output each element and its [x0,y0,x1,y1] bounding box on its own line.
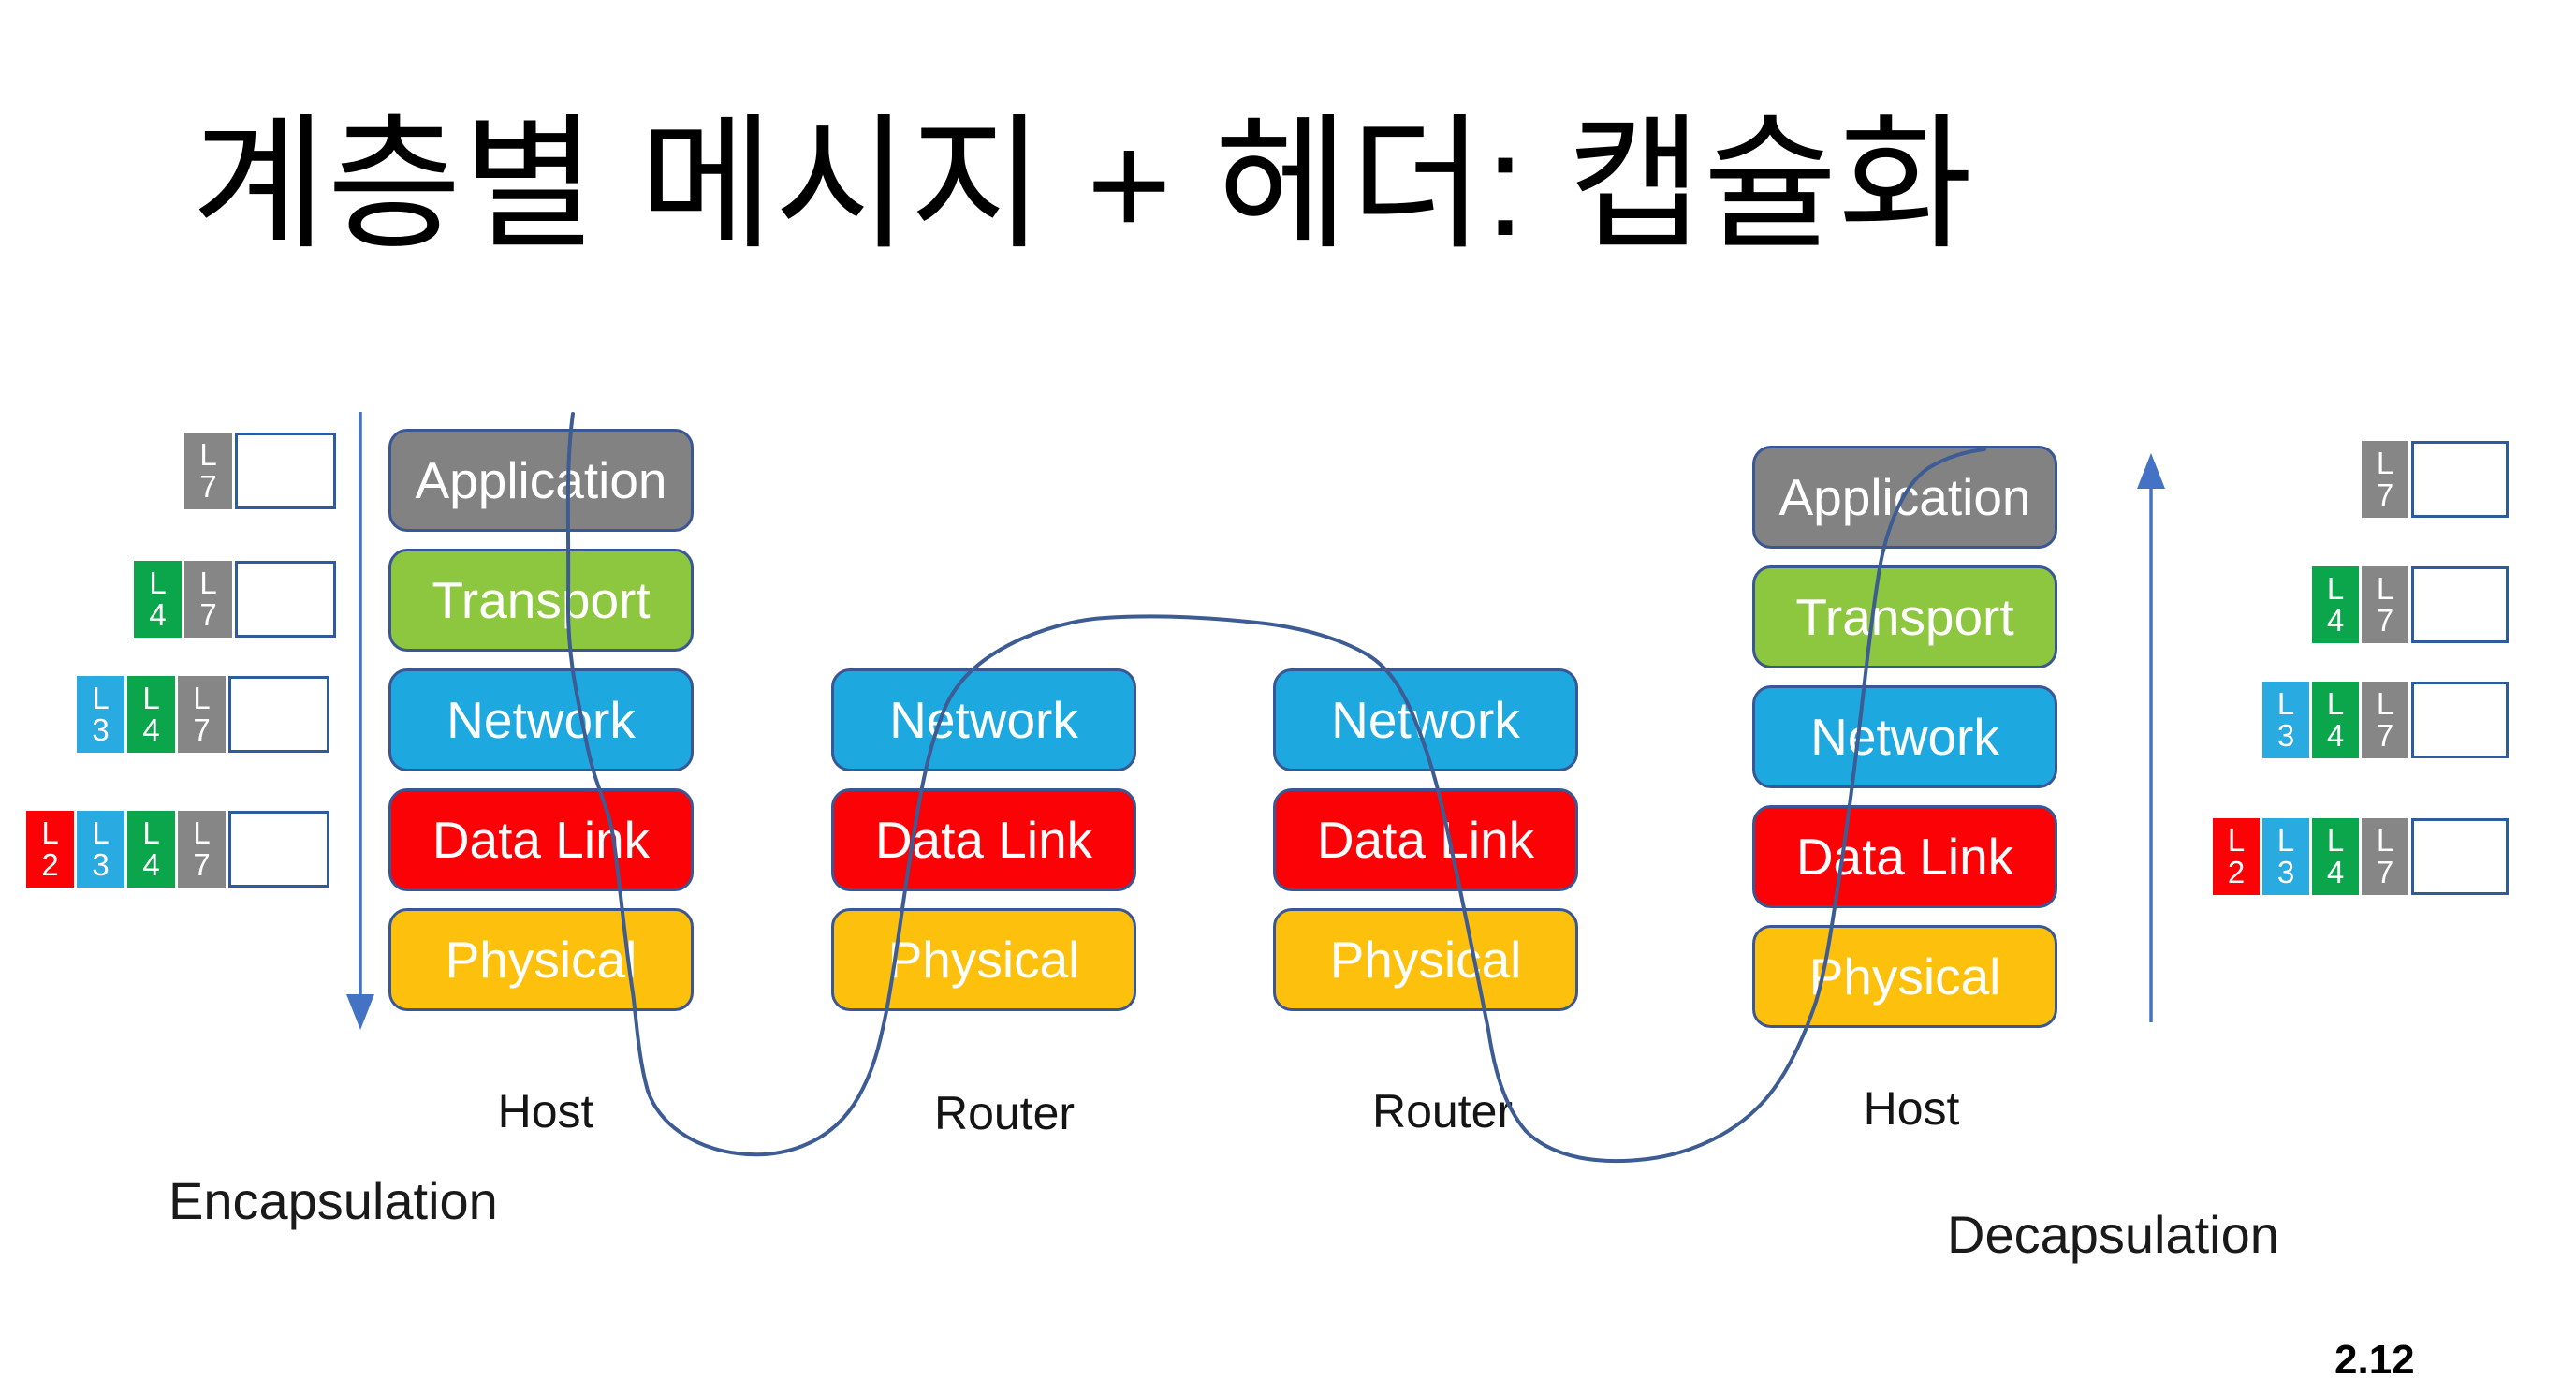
layer-box-network: Network [831,668,1136,771]
encapsulation-arrow [346,412,374,1030]
node-label-host-left: Host [497,1085,594,1138]
message-box [228,676,329,753]
layer-box-data-link: Data Link [1273,788,1578,891]
layer-box-transport: Transport [1752,565,2057,668]
encapsulation-caption: Encapsulation [168,1171,498,1230]
layer-box-physical: Physical [1752,925,2057,1028]
node-label-host-right: Host [1863,1082,1960,1135]
layer-box-physical: Physical [831,908,1136,1011]
layer-box-application: Application [388,429,694,532]
message-box [228,811,329,888]
layer-box-application: Application [1752,446,2057,549]
layer-box-data-link: Data Link [1752,805,2057,908]
node-label-router-2: Router [1371,1085,1514,1138]
layer-box-network: Network [1273,668,1578,771]
layer-box-physical: Physical [1273,908,1578,1011]
message-box [235,561,336,638]
decapsulation-arrow [2137,453,2165,1022]
message-box [2411,441,2509,518]
layer-box-data-link: Data Link [388,788,694,891]
layer-box-network: Network [388,668,694,771]
message-box [2411,682,2509,758]
layer-box-transport: Transport [388,549,694,652]
layer-box-network: Network [1752,685,2057,788]
decapsulation-caption: Decapsulation [1947,1205,2279,1264]
message-box [2411,566,2509,643]
layer-box-data-link: Data Link [831,788,1136,891]
page-number: 2.12 [2334,1337,2415,1380]
slide-title: 계층별 메시지 + 헤더: 캡슐화 [192,104,1974,267]
node-label-router-1: Router [933,1087,1076,1139]
message-box [235,433,336,509]
layer-box-physical: Physical [388,908,694,1011]
message-box [2411,818,2509,895]
